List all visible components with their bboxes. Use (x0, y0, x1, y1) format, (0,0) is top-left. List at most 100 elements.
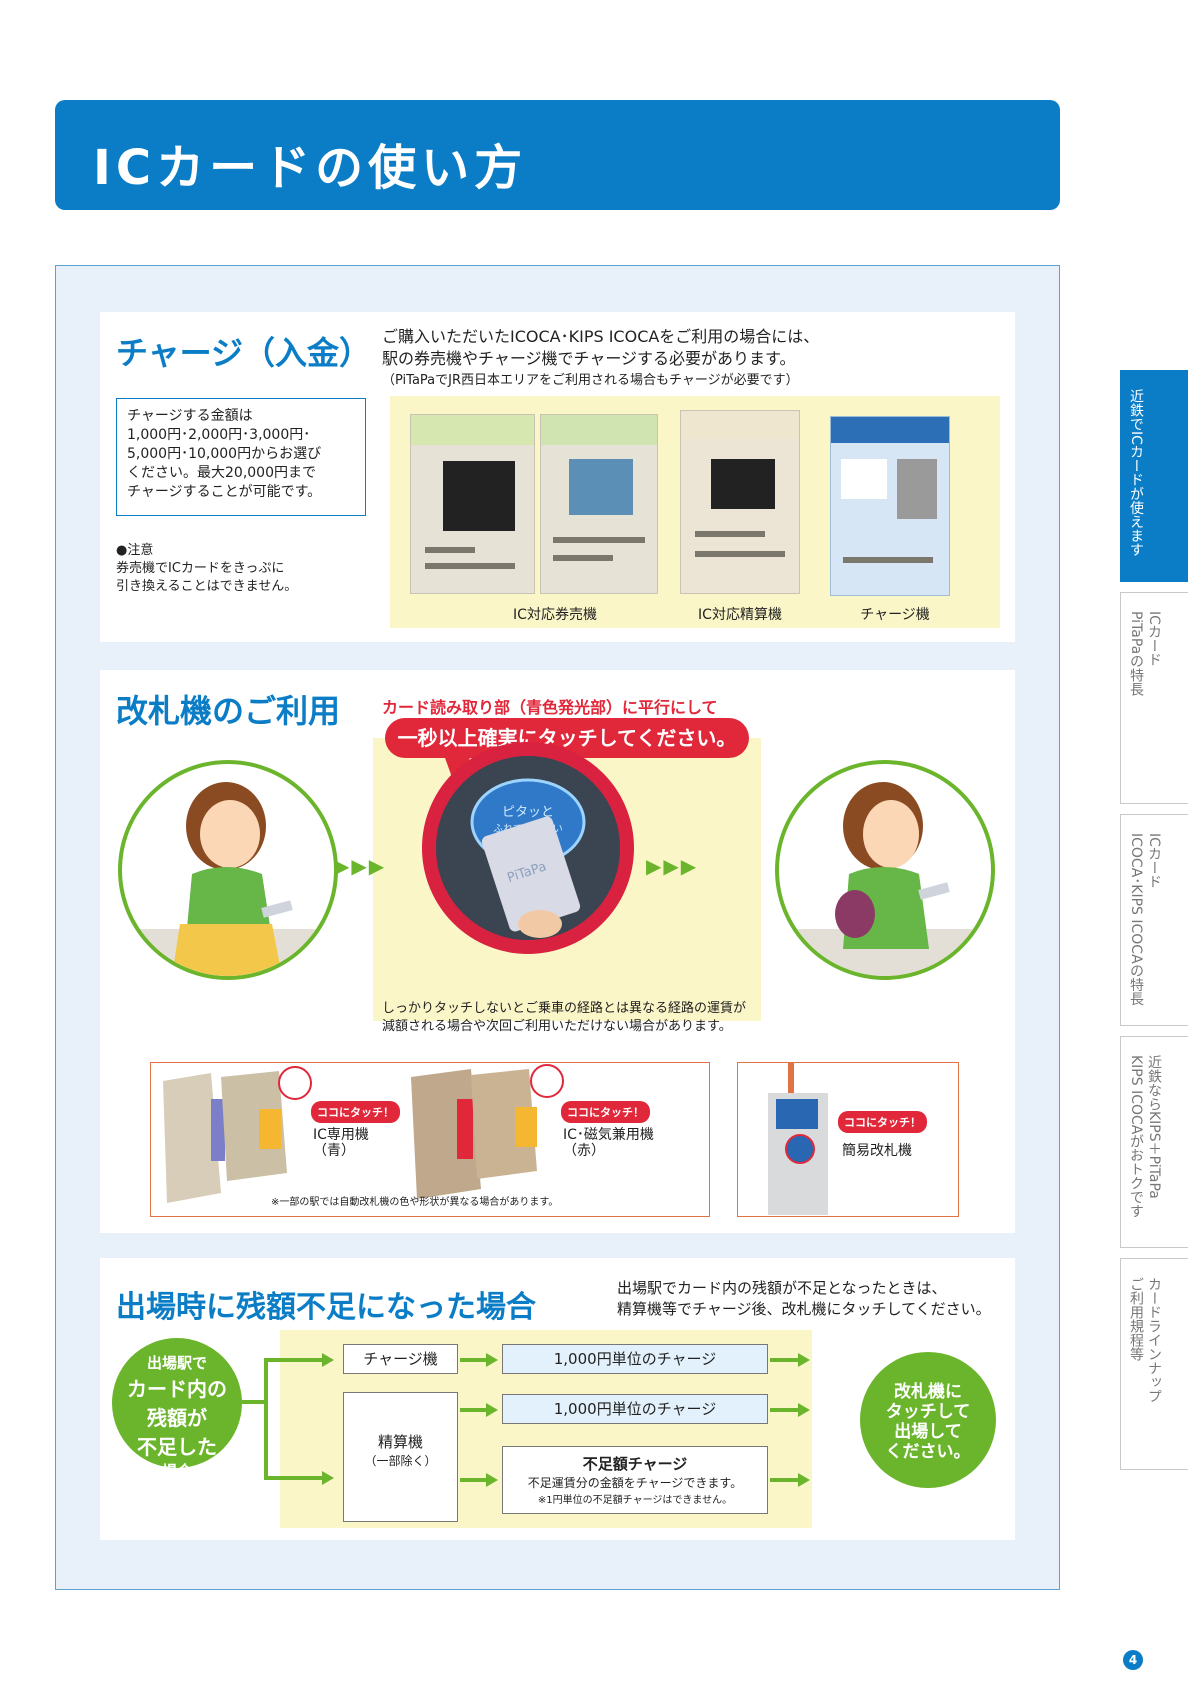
note-line: 券売機でICカードをきっぷに (116, 561, 285, 576)
charge-machine-image (830, 416, 950, 596)
flow-line (460, 1358, 488, 1362)
flow-arrowhead (798, 1473, 810, 1487)
tab-line: ICOCA･KIPS ICOCAの特長 (1128, 833, 1144, 1006)
tab-line: ICカード (1146, 611, 1162, 667)
bubble-line: 出場駅で (146, 1354, 207, 1372)
shortage-section: 出場時に残額不足になった場合 出場駅でカード内の残額が不足となったときは、 精算… (100, 1258, 1015, 1540)
bubble-line: 残額が (147, 1406, 207, 1430)
amount-line: チャージすることが可能です。 (127, 484, 322, 500)
bubble-line: タッチして (885, 1402, 971, 1422)
machine-label: IC対応券売機 (513, 607, 597, 623)
gate-red-caption: カード読み取り部（青色発光部）に平行にして (382, 698, 718, 717)
flow-line (770, 1478, 800, 1482)
side-tab-lineup[interactable]: カードラインナップご利用規程等 (1120, 1258, 1188, 1470)
charge-description: ご購入いただいたICOCA･KIPS ICOCAをご利用の場合には、 駅の券売機… (382, 326, 1002, 392)
person-approaching-illustration (118, 760, 338, 980)
bubble-line: 改札機に (894, 1382, 962, 1402)
flow-line (770, 1358, 800, 1362)
page-number: 4 (1123, 1650, 1143, 1670)
touch-here-tag: ココにタッチ！ (838, 1111, 927, 1133)
box-title: 不足額チャージ (582, 1455, 688, 1473)
gate-label-line: （青） (313, 1143, 355, 1159)
machine-label: IC対応精算機 (698, 607, 782, 623)
flow-arrowhead (486, 1403, 498, 1417)
touch-here-tag: ココにタッチ！ (311, 1101, 400, 1123)
shortage-start-bubble: 出場駅で カード内の 残額が 不足した 場合 (112, 1338, 242, 1480)
shortage-desc-line: 精算機等でチャージ後、改札機にタッチしてください。 (617, 1300, 991, 1318)
fare-adjustment-box: 精算機 （一部除く） (343, 1392, 458, 1522)
gate-label-ic-magnetic: IC･磁気兼用機 （赤） (563, 1127, 654, 1159)
shortage-description: 出場駅でカード内の残額が不足となったときは、 精算機等でチャージ後、改札機にタッ… (617, 1278, 1007, 1320)
tab-line: ご利用規程等 (1128, 1277, 1144, 1361)
bubble-line: 不足した (137, 1435, 217, 1459)
shortage-charge-box: 不足額チャージ 不足運賃分の金額をチャージできます。 ※1円単位の不足額チャージ… (502, 1446, 768, 1514)
tab-line: KIPS ICOCAがおトクです (1128, 1055, 1144, 1219)
note-title: ●注意 (116, 543, 154, 558)
amount-line: 5,000円･10,000円からお選び (127, 446, 322, 462)
charge-1000-box: 1,000円単位のチャージ (502, 1344, 768, 1374)
simple-gate-box: ココにタッチ！ 簡易改札機 (737, 1062, 959, 1217)
side-tab-ic-available[interactable]: 近鉄でICカードが使えます (1120, 370, 1188, 582)
tab-label: カードラインナップご利用規程等 (1127, 1277, 1163, 1403)
box-sub: （一部除く） (364, 1454, 437, 1468)
bubble-line: 場合 (161, 1462, 192, 1480)
bubble-line: 出場して (894, 1422, 962, 1442)
box-line: ※1円単位の不足額チャージはできません。 (537, 1495, 733, 1506)
flow-arrows: ▶▶▶ (646, 854, 699, 878)
charge-amount-box: チャージする金額は 1,000円･2,000円･3,000円･ 5,000円･1… (116, 398, 366, 516)
box-line: 不足運賃分の金額をチャージできます。 (527, 1476, 743, 1490)
charge-desc-line: 駅の券売機やチャージ機でチャージする必要があります。 (382, 349, 796, 368)
charge-note: ●注意 券売機でICカードをきっぷに 引き換えることはできません。 (116, 542, 366, 596)
flow-line (770, 1408, 800, 1412)
card-reader-photo: ピタッと ふれてください PiTaPa (422, 742, 634, 954)
gate-label-line: IC専用機 (313, 1127, 369, 1143)
tab-line: カードラインナップ (1146, 1277, 1162, 1403)
touch-warning: しっかりタッチしないとご乗車の経路とは異なる経路の運賃が 減額される場合や次回ご… (382, 1000, 762, 1036)
gate-label-simple: 簡易改札機 (842, 1143, 912, 1159)
person-exiting-illustration (775, 760, 995, 980)
tab-line: PiTaPaの特長 (1128, 611, 1144, 697)
shortage-desc-line: 出場駅でカード内の残額が不足となったときは、 (617, 1279, 947, 1297)
flow-arrowhead (798, 1403, 810, 1417)
note-line: 引き換えることはできません。 (116, 579, 298, 594)
gate-label-line: IC･磁気兼用機 (563, 1127, 654, 1143)
flow-line (264, 1476, 324, 1480)
ticket-gates-box: ココにタッチ！ IC専用機 （青） ココにタッチ！ IC･磁気兼用機 （赤） ※… (150, 1062, 710, 1217)
ticket-machine-image (540, 414, 658, 594)
box-title: 精算機 (377, 1433, 423, 1451)
tab-label: 近鉄でICカードが使えます (1128, 389, 1144, 557)
touch-here-tag: ココにタッチ！ (561, 1101, 650, 1123)
flow-line (264, 1358, 324, 1362)
amount-line: 1,000円･2,000円･3,000円･ (127, 427, 311, 443)
flow-arrowhead (322, 1471, 334, 1485)
flow-line (460, 1478, 488, 1482)
tab-line: 近鉄ならKIPS＋PiTaPa (1146, 1055, 1162, 1199)
warning-line: 減額される場合や次回ご利用いただけない場合があります。 (382, 1019, 732, 1034)
charge-title: チャージ（入金） (116, 334, 372, 372)
tab-line: ICカード (1146, 833, 1162, 889)
page-title: ICカードの使い方 (93, 140, 528, 196)
gates-footnote: ※一部の駅では自動改札機の色や形状が異なる場合があります。 (271, 1197, 559, 1208)
fare-adjustment-machine-image (680, 410, 800, 594)
flow-line (242, 1400, 266, 1404)
flow-line (460, 1408, 488, 1412)
machine-label: チャージ機 (860, 607, 930, 623)
shortage-end-bubble: 改札機に タッチして 出場して ください。 (860, 1352, 996, 1488)
shortage-title: 出場時に残額不足になった場合 (116, 1290, 536, 1325)
gate-title: 改札機のご利用 (116, 692, 341, 730)
flow-arrowhead (486, 1473, 498, 1487)
charge-desc-line: ご購入いただいたICOCA･KIPS ICOCAをご利用の場合には、 (382, 327, 820, 346)
amount-line: チャージする金額は (127, 408, 253, 424)
gate-label-ic-only: IC専用機 （青） (313, 1127, 369, 1159)
charge-machine-box: チャージ機 (343, 1344, 458, 1374)
gate-section: 改札機のご利用 カード読み取り部（青色発光部）に平行にして 一秒以上確実にタッチ… (100, 670, 1015, 1233)
charge-desc-note: （PiTaPaでJR西日本エリアをご利用される場合もチャージが必要です） (382, 373, 799, 388)
flow-arrowhead (322, 1353, 334, 1367)
machines-photo: IC対応券売機 IC対応精算機 チャージ機 (390, 396, 1000, 628)
charge-section: チャージ（入金） ご購入いただいたICOCA･KIPS ICOCAをご利用の場合… (100, 312, 1015, 642)
